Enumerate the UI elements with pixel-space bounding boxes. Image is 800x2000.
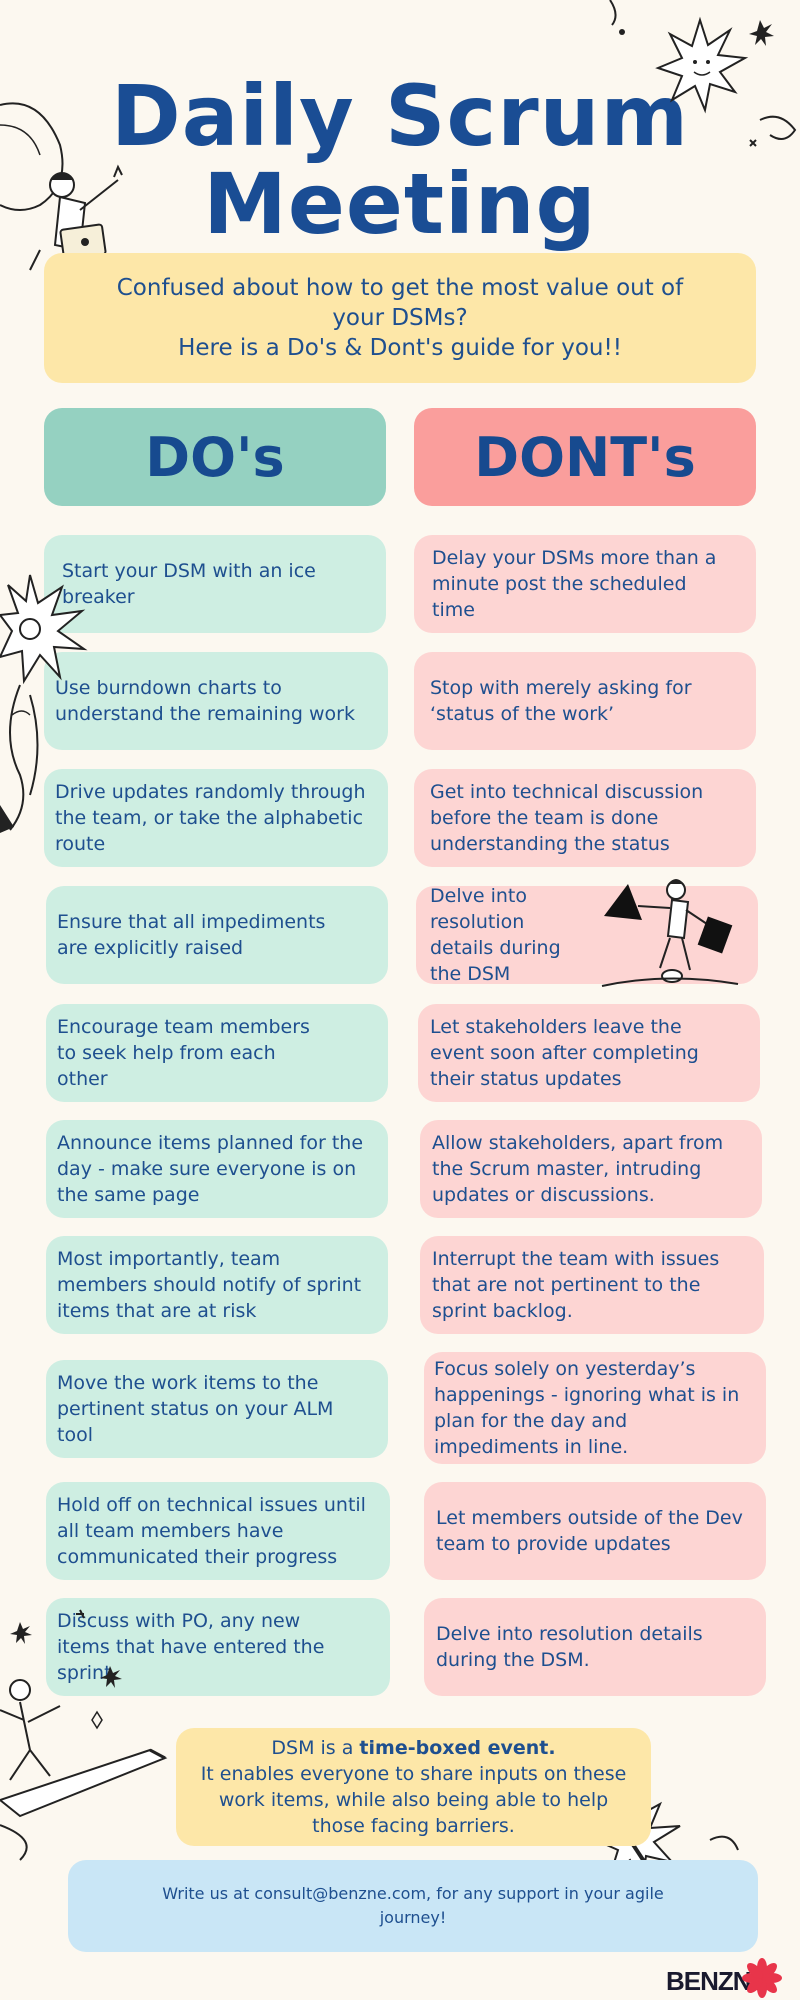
contact-box: Write us at consult@benzne.com, for any … <box>68 1860 758 1952</box>
title-line-2: Meeting <box>203 155 597 253</box>
dont-item-10: Delve into resolution details during the… <box>424 1598 766 1696</box>
do-item-8: Move the work items to the pertinent sta… <box>46 1360 388 1458</box>
do-item-1: Start your DSM with an ice breaker <box>44 535 386 633</box>
do-item-4: Ensure that all impediments are explicit… <box>46 886 388 984</box>
note-bold: time-boxed event. <box>359 1737 556 1759</box>
do-item-9: Hold off on technical issues until all t… <box>46 1482 390 1580</box>
dont-item-6: Allow stakeholders, apart from the Scrum… <box>420 1120 762 1218</box>
note-rest: It enables everyone to share inputs on t… <box>200 1763 627 1837</box>
donts-header: DONT's <box>414 408 756 506</box>
intro-line-2: Here is a Do's & Dont's guide for you!! <box>178 335 622 361</box>
dont-item-4: Delve into resolution details during the… <box>416 885 758 985</box>
note-line-1: DSM is a time-boxed event. <box>271 1735 555 1761</box>
dont-item-8: Focus solely on yesterday’s happenings -… <box>424 1352 766 1464</box>
do-item-10: Discuss with PO, any new items that have… <box>46 1598 390 1696</box>
dont-item-9: Let members outside of the Dev team to p… <box>424 1482 766 1580</box>
intro-box: Confused about how to get the most value… <box>44 253 756 383</box>
dont-item-2: Stop with merely asking for ‘status of t… <box>414 652 756 750</box>
dont-item-1: Delay your DSMs more than a minute post … <box>414 535 756 633</box>
flower-logo-icon <box>742 1958 782 1998</box>
title-line-1: Daily Scrum <box>110 67 690 165</box>
dont-item-5: Let stakeholders leave the event soon af… <box>418 1004 760 1102</box>
page-title: Daily Scrum Meeting <box>0 72 800 248</box>
dos-header: DO's <box>44 408 386 506</box>
do-item-3: Drive updates randomly through the team,… <box>44 769 388 867</box>
time-boxed-note: DSM is a time-boxed event. It enables ev… <box>176 1728 651 1846</box>
person-surfing-pencil-illustration <box>0 1609 168 1861</box>
do-item-7: Most importantly, team members should no… <box>46 1236 388 1334</box>
starburst-character-illustration <box>0 574 88 833</box>
person-carrying-shapes-illustration <box>601 879 739 987</box>
dont-item-3: Get into technical discussion before the… <box>414 769 756 867</box>
person-laptop-illustration <box>0 102 123 281</box>
note-prefix: DSM is a <box>271 1737 360 1759</box>
intro-line-1: Confused about how to get the most value… <box>116 275 684 331</box>
starburst-face-illustration <box>609 0 797 147</box>
do-item-5: Encourage team members to seek help from… <box>46 1004 388 1102</box>
dont-item-7: Interrupt the team with issues that are … <box>420 1236 764 1334</box>
do-item-6: Announce items planned for the day - mak… <box>46 1120 388 1218</box>
do-item-2: Use burndown charts to understand the re… <box>44 652 388 750</box>
